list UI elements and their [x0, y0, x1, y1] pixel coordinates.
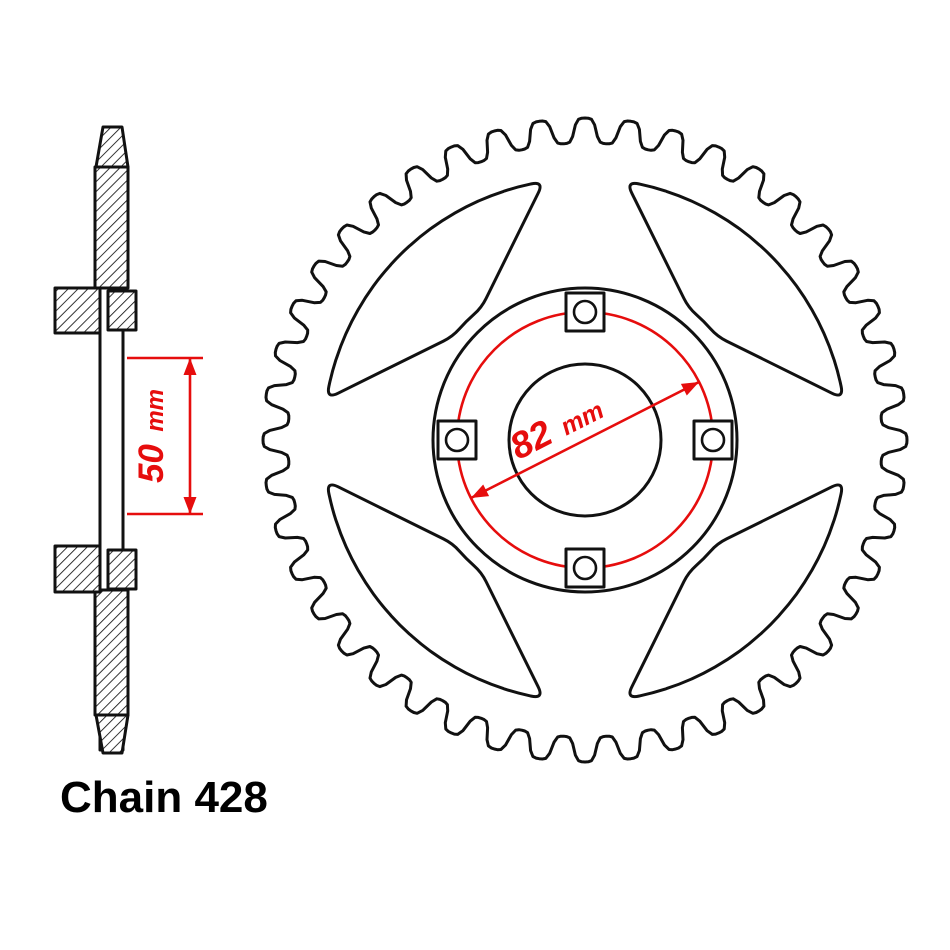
lower-hub-boss-left	[53, 544, 102, 594]
lower-hub-boss-right	[106, 548, 138, 591]
offset-unit: mm	[142, 389, 169, 432]
diameter-dimension-line	[470, 380, 700, 500]
top-tooth-cap	[94, 125, 130, 169]
arrow-lower-left-icon	[471, 484, 490, 498]
lightening-window	[628, 483, 844, 699]
bolt-pads	[436, 291, 734, 589]
bolt-hole	[444, 427, 470, 453]
upper-hub-boss-right	[106, 289, 138, 332]
lightening-windows	[326, 181, 844, 699]
lightening-window	[628, 181, 844, 397]
bolt-hole	[700, 427, 726, 453]
offset-dimension: 50 mm	[127, 356, 203, 516]
lightening-window	[326, 181, 542, 397]
bottom-tooth-cap	[94, 713, 130, 755]
arrow-up-icon	[183, 358, 197, 375]
bolt-pad-square	[564, 547, 606, 589]
offset-value: 50	[132, 444, 171, 483]
bolt-hole-pad	[692, 419, 734, 461]
chain-size-label: Chain 428	[60, 773, 268, 822]
side-view-cross-section: 50 mm	[53, 125, 203, 755]
offset-dimension-label: 50 mm	[132, 389, 171, 483]
bolt-hole	[572, 555, 598, 581]
upper-teeth-section	[93, 165, 130, 290]
bolt-hole	[572, 299, 598, 325]
arrow-upper-right-icon	[680, 382, 699, 396]
bolt-pad-square	[564, 291, 606, 333]
bolt-hole-pad	[436, 419, 478, 461]
bolt-hole-pad	[564, 291, 606, 333]
lightening-window	[326, 483, 542, 699]
front-view: 82 mm	[261, 116, 909, 764]
bolt-hole-pad	[564, 547, 606, 589]
arrow-down-icon	[183, 497, 197, 514]
hub-circle	[431, 286, 739, 594]
lower-teeth-section	[93, 588, 130, 717]
upper-hub-boss-left	[53, 286, 102, 335]
